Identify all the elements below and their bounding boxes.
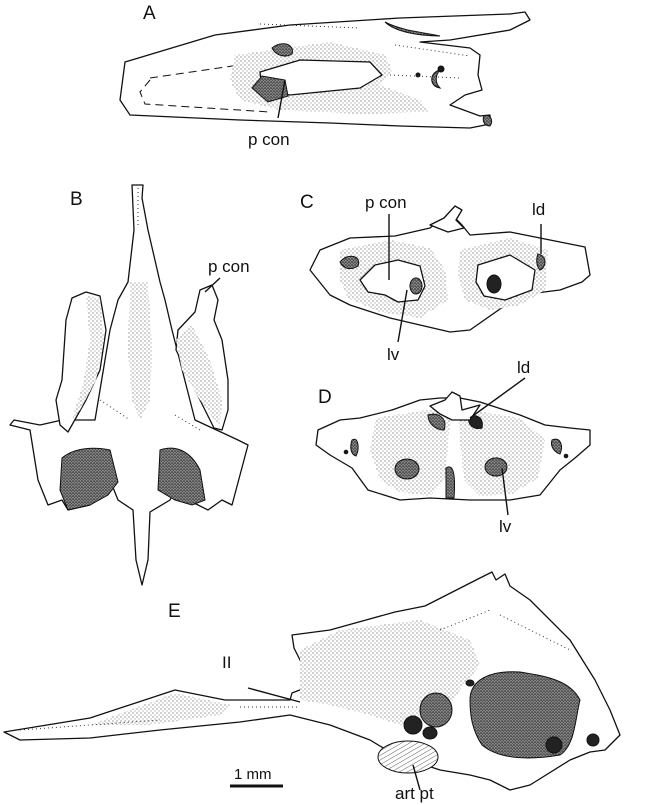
panel-d-lv-label: lv xyxy=(499,517,512,536)
panel-d-letter: D xyxy=(318,387,332,408)
panel-b-drawing xyxy=(9,184,249,586)
panel-a-letter: A xyxy=(143,3,156,24)
panel-d-drawing xyxy=(315,377,591,516)
panel-c-ld-label: ld xyxy=(532,200,546,219)
panel-c-pcon-label: p con xyxy=(365,193,407,212)
panel-b-letter: B xyxy=(70,189,83,210)
panel-c-lv-label: lv xyxy=(387,345,400,364)
scale-bar-label: 1 mm xyxy=(234,766,272,783)
panel-e-II-label: II xyxy=(222,653,232,672)
panel-e-letter: E xyxy=(168,601,181,622)
panel-c-letter: C xyxy=(300,192,314,213)
panel-a-pcon-label: p con xyxy=(248,130,290,149)
panel-d-ld-label: ld xyxy=(517,358,531,377)
panel-c-drawing xyxy=(309,205,591,343)
panel-e-drawing xyxy=(3,571,621,791)
panel-e-artpt-label: art pt xyxy=(395,784,434,803)
panel-b-pcon-label: p con xyxy=(208,257,250,276)
panel-a-drawing xyxy=(119,11,531,129)
